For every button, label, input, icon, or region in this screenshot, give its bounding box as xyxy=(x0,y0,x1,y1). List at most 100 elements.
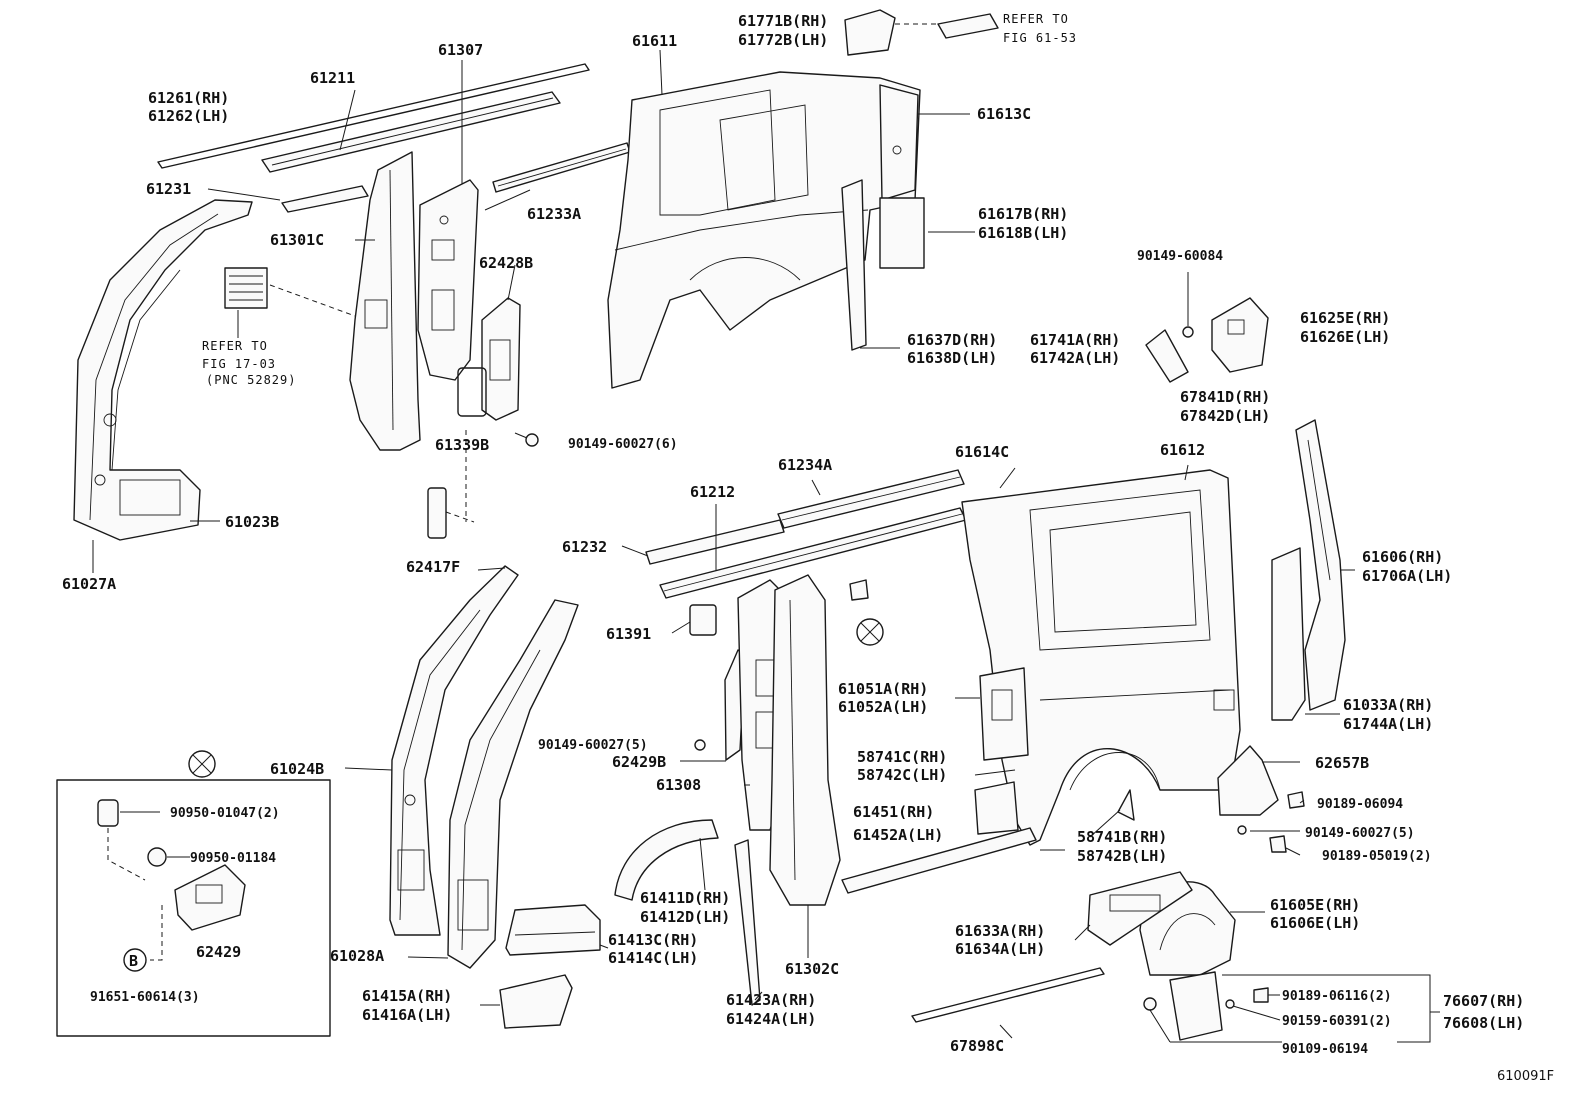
label-61617b: 61617B(RH) xyxy=(978,205,1068,223)
label-61051a: 61051A(RH) xyxy=(838,680,928,698)
extension-62657b xyxy=(1217,745,1279,816)
label-90159-60391: 90159-60391(2) xyxy=(1282,1014,1392,1029)
label-61261: 61261(RH) xyxy=(148,89,229,107)
bolt-icon xyxy=(694,739,706,751)
label-67842d: 67842D(LH) xyxy=(1180,407,1270,425)
inner-pillar-61307 xyxy=(417,179,479,381)
label-61307: 61307 xyxy=(438,41,483,59)
trim-62428b xyxy=(481,297,521,421)
label-61452a: 61452A(LH) xyxy=(853,826,943,844)
label-61391: 61391 xyxy=(606,625,651,643)
pillar-61637d xyxy=(841,179,867,351)
label-61633a: 61633A(RH) xyxy=(955,922,1045,940)
label-61412d: 61412D(LH) xyxy=(640,908,730,926)
rocker-61451 xyxy=(841,827,1037,894)
label-61611: 61611 xyxy=(632,32,677,50)
label-61706a: 61706A(LH) xyxy=(1362,567,1452,585)
label-61027a: 61027A xyxy=(62,575,116,593)
inset-box xyxy=(56,779,331,1037)
label-90149-60027-6: 90149-60027(6) xyxy=(568,437,678,452)
label-91651-60614: 91651-60614(3) xyxy=(90,990,200,1005)
corner-61771b xyxy=(844,9,896,56)
clip-icon xyxy=(1253,987,1269,1003)
corner-ref-6153 xyxy=(937,13,999,39)
cross-bolt-icon xyxy=(856,618,884,646)
extension-61633a xyxy=(1087,871,1193,946)
label-76608: 76608(LH) xyxy=(1443,1014,1524,1032)
clip-icon xyxy=(1269,835,1287,853)
label-61024b: 61024B xyxy=(270,760,324,778)
panel-61415a xyxy=(499,974,573,1029)
roof-drip-rail xyxy=(157,63,590,169)
b-marker xyxy=(123,948,147,972)
center-pillar-61301c xyxy=(349,151,421,451)
label-67841d: 67841D(RH) xyxy=(1180,388,1270,406)
part-labels: 61261(RH) 61262(LH) 61211 61307 61611 61… xyxy=(62,12,1554,1084)
seal-61339b xyxy=(457,367,487,417)
panel-61617b xyxy=(879,197,925,269)
rail-61234a xyxy=(777,469,965,529)
label-61411d: 61411D(RH) xyxy=(640,889,730,907)
grommet-90950-01047 xyxy=(97,799,119,827)
label-67898c: 67898C xyxy=(950,1037,1004,1055)
bracket-61625e xyxy=(1211,297,1269,373)
ref-fig-17-03-line3: (PNC 52829) xyxy=(206,373,296,387)
pad-62417f xyxy=(427,487,447,539)
part-drawings xyxy=(56,9,1440,1043)
label-61308: 61308 xyxy=(656,776,701,794)
wheel-arch-61411d xyxy=(614,819,719,901)
mud-flap-76607 xyxy=(1169,971,1223,1041)
label-61424a: 61424A(LH) xyxy=(726,1010,816,1028)
panel-61051a xyxy=(979,667,1029,761)
label-90950-01047: 90950-01047(2) xyxy=(170,806,280,821)
label-61423a: 61423A(RH) xyxy=(726,991,816,1009)
label-62429b: 62429B xyxy=(612,753,666,771)
clip-icon xyxy=(849,579,869,601)
bracket-61741a xyxy=(1145,329,1189,383)
bracket-61231 xyxy=(281,185,369,213)
pad-61391 xyxy=(689,604,717,636)
label-61212: 61212 xyxy=(690,483,735,501)
ref-fig-17-03-line1: REFER TO xyxy=(202,339,268,353)
label-61301c: 61301C xyxy=(270,231,324,249)
label-61028a: 61028A xyxy=(330,947,384,965)
label-61625e: 61625E(RH) xyxy=(1300,309,1390,327)
label-61451: 61451(RH) xyxy=(853,803,934,821)
label-61612: 61612 xyxy=(1160,441,1205,459)
rail-61232 xyxy=(645,519,785,565)
clip-icon xyxy=(1287,791,1305,809)
label-61606: 61606(RH) xyxy=(1362,548,1443,566)
label-61626e: 61626E(LH) xyxy=(1300,328,1390,346)
label-90189-06116: 90189-06116(2) xyxy=(1282,989,1392,1004)
label-90109-06194: 90109-06194 xyxy=(1282,1042,1368,1057)
label-61613c: 61613C xyxy=(977,105,1031,123)
bolt-icon xyxy=(1182,326,1194,338)
strip-67898c xyxy=(911,967,1105,1023)
label-61772b: 61772B(LH) xyxy=(738,31,828,49)
cross-bolt-icon xyxy=(188,750,216,778)
ref-fig-61-53-line1: REFER TO xyxy=(1003,12,1069,26)
label-61634a: 61634A(LH) xyxy=(955,940,1045,958)
label-62429: 62429 xyxy=(196,943,241,961)
label-61232: 61232 xyxy=(562,538,607,556)
label-62428b: 62428B xyxy=(479,254,533,272)
extension-61423a xyxy=(734,839,761,1006)
label-61413c: 61413C(RH) xyxy=(608,931,698,949)
label-76607: 76607(RH) xyxy=(1443,992,1524,1010)
front-pillar-61027a xyxy=(73,199,253,541)
side-panel-61611 xyxy=(607,71,921,389)
label-58741b: 58741B(RH) xyxy=(1077,828,1167,846)
label-90189-06094: 90189-06094 xyxy=(1317,797,1403,812)
label-58742c: 58742C(LH) xyxy=(857,766,947,784)
ref-fig-61-53-line2: FIG 61-53 xyxy=(1003,31,1077,45)
label-90189-05019: 90189-05019(2) xyxy=(1322,849,1432,864)
ref-fig-17-03-line2: FIG 17-03 xyxy=(202,357,276,371)
label-61415a: 61415A(RH) xyxy=(362,987,452,1005)
pad-58741c xyxy=(974,781,1019,835)
label-62657b: 62657B xyxy=(1315,754,1369,772)
plug-90950-01184 xyxy=(147,847,167,867)
label-61771b: 61771B(RH) xyxy=(738,12,828,30)
label-61416a: 61416A(LH) xyxy=(362,1006,452,1024)
label-90149-60027-5b: 90149-60027(5) xyxy=(1305,826,1415,841)
label-61606e: 61606E(LH) xyxy=(1270,914,1360,932)
